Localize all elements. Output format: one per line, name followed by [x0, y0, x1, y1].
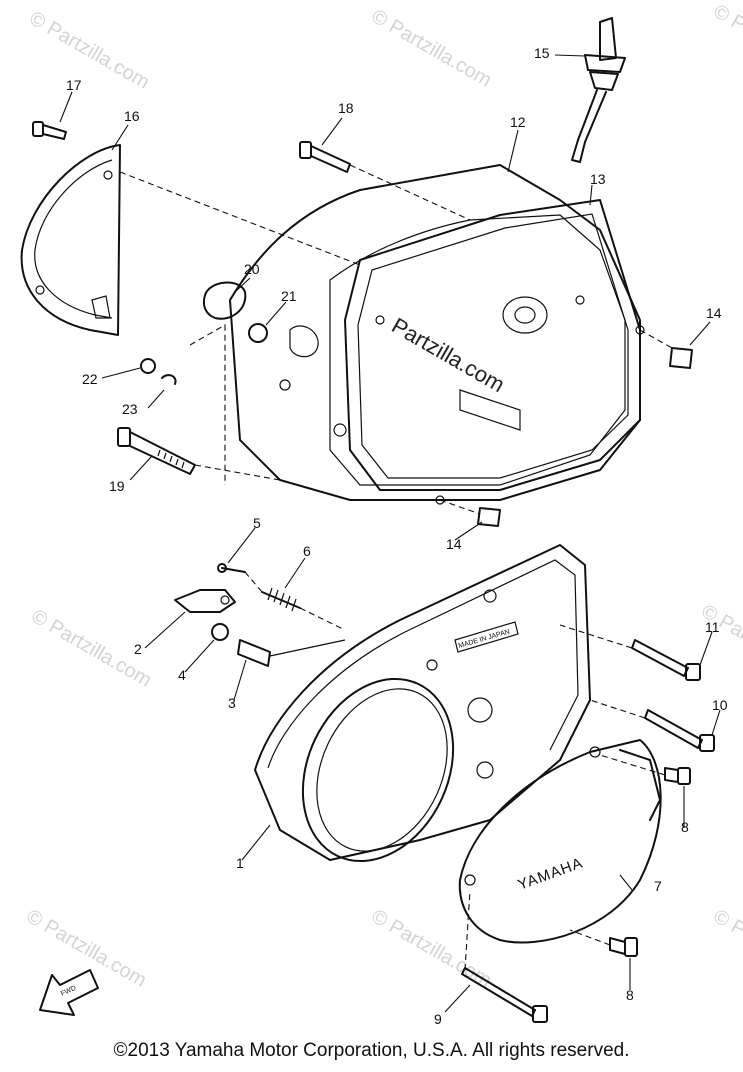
leader-dashes-lower — [244, 571, 666, 971]
callout-3: 3 — [228, 695, 236, 711]
part-17-bolt — [32, 121, 67, 140]
callout-1: 1 — [236, 855, 244, 871]
part-8-bolt — [664, 767, 691, 785]
watermark: © Partzilla.com — [368, 5, 496, 91]
callout-19: 19 — [109, 478, 125, 494]
part-15-dipstick — [571, 17, 626, 163]
watermark: © Partzilla.com — [368, 905, 496, 991]
callout-16: 16 — [124, 108, 140, 124]
part-9-bolt — [461, 967, 548, 1023]
callout-15: 15 — [534, 45, 550, 61]
callout-leaders — [59, 54, 721, 1013]
watermark: © Partzilla.com — [698, 600, 743, 686]
callout-17: 17 — [66, 77, 82, 93]
callout-7: 7 — [654, 878, 662, 894]
part-21-washer — [248, 323, 268, 343]
part-5-screw — [217, 563, 246, 573]
watermark: © Partzilla.com — [23, 905, 151, 991]
callout-14: 14 — [706, 305, 722, 321]
callout-22: 22 — [82, 371, 98, 387]
part-19-bolt — [117, 427, 196, 475]
callout-11: 11 — [705, 619, 720, 635]
callout-23: 23 — [122, 401, 138, 417]
part-3-shaft — [237, 639, 346, 667]
callout-5: 5 — [253, 515, 261, 531]
leader-dashes-upper — [119, 164, 673, 515]
part-16-cover-plate — [20, 144, 121, 336]
callout-21: 21 — [281, 288, 297, 304]
part-22-nut — [140, 358, 156, 374]
callout-9: 9 — [434, 1011, 442, 1027]
callout-13: 13 — [590, 171, 606, 187]
callout-18: 18 — [338, 100, 354, 116]
copyright-notice: ©2013 Yamaha Motor Corporation, U.S.A. A… — [113, 1040, 630, 1061]
part-14-dowel — [669, 347, 693, 369]
watermark: © Partzilla.com — [710, 0, 743, 86]
callout-2: 2 — [134, 641, 142, 657]
fwd-label: FWD — [60, 985, 77, 998]
callout-4: 4 — [178, 667, 186, 683]
part-7-generator-cover: YAMAHA — [458, 739, 662, 944]
part-23-washer — [161, 374, 177, 385]
part-2-lever — [174, 589, 236, 613]
part-13-gasket — [344, 199, 645, 505]
part-20-plug — [202, 281, 247, 320]
part-10-bolt — [644, 709, 715, 752]
callout-8: 8 — [626, 987, 634, 1003]
part-18-bolt — [299, 141, 351, 173]
watermark: © Partzilla.com — [710, 905, 743, 991]
watermarks: © Partzilla.com © Partzilla.com © Partzi… — [23, 0, 743, 991]
callouts: 1 2 3 4 5 6 7 8 8 9 10 11 12 13 14 14 15… — [66, 45, 728, 1027]
watermark: © Partzilla.com — [26, 7, 154, 93]
part-14-dowel — [477, 507, 501, 527]
callout-10: 10 — [712, 697, 728, 713]
callout-20: 20 — [244, 261, 260, 277]
part-4-washer — [211, 623, 229, 641]
part-8-bolt — [609, 937, 638, 957]
center-watermark: Partzilla.com — [388, 313, 510, 398]
part-1-clutch-cover: MADE IN JAPAN — [254, 544, 591, 863]
cover-emboss-yamaha: YAMAHA — [516, 854, 586, 893]
callout-12: 12 — [510, 114, 526, 130]
callout-8: 8 — [681, 819, 689, 835]
part-6-spring — [261, 587, 301, 612]
part-11-bolt — [631, 639, 701, 681]
callout-6: 6 — [303, 543, 311, 559]
callout-14: 14 — [446, 536, 462, 552]
fwd-arrow-icon: FWD — [39, 969, 99, 1016]
